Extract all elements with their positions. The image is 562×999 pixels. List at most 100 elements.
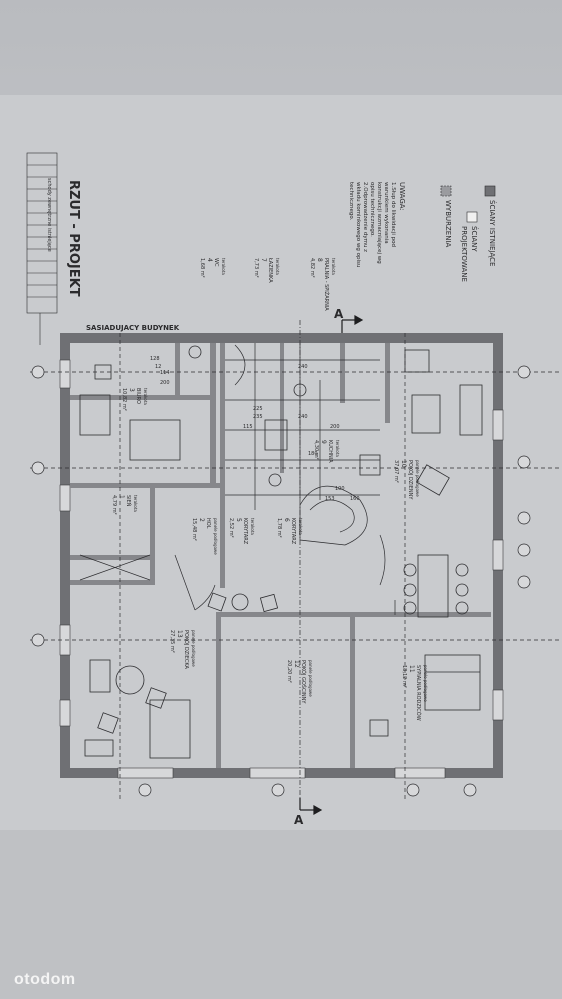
svg-text:7: 7 bbox=[260, 258, 267, 262]
svg-text:8: 8 bbox=[316, 258, 323, 262]
svg-text:ŁAZIENKA: ŁAZIENKA bbox=[267, 257, 273, 283]
legend-swatch-projected bbox=[466, 211, 478, 223]
svg-text:PRALNIA - SPIŻARNIA: PRALNIA - SPIŻARNIA bbox=[323, 258, 330, 311]
dimension-label: 153 bbox=[325, 496, 335, 502]
room-label-bathroom: 7 ŁAZIENKA 7,73 m² terakota bbox=[253, 257, 280, 283]
dimension-label: 235 bbox=[253, 414, 263, 420]
svg-text:terakota: terakota bbox=[133, 495, 138, 512]
dimension-label: 225 bbox=[253, 406, 263, 412]
svg-text:10,82 m²: 10,82 m² bbox=[121, 388, 127, 411]
notes-line: wkładu kominkowego wg opisu bbox=[355, 182, 361, 267]
svg-text:2,52 m²: 2,52 m² bbox=[228, 518, 234, 538]
svg-text:3: 3 bbox=[128, 388, 135, 392]
dimension-label: 240 bbox=[298, 414, 308, 420]
svg-text:panele podłogowe: panele podłogowe bbox=[191, 630, 196, 667]
room-label-corridor-6: 6 KORYTARZ 1,78 m² terakota bbox=[276, 518, 303, 545]
room-label-hall: 2 HOL 15,48 m² panele podłogowe bbox=[191, 518, 218, 555]
svg-text:11: 11 bbox=[408, 665, 415, 673]
dining-table-icon bbox=[417, 554, 449, 618]
stairs-note: schody zewnętrzne istniejące bbox=[46, 178, 52, 252]
svg-text:terakota: terakota bbox=[335, 440, 340, 457]
legend-swatch-demolition bbox=[440, 185, 452, 197]
svg-text:13: 13 bbox=[176, 630, 183, 638]
dimension-label: 114 bbox=[160, 370, 170, 376]
svg-text:5: 5 bbox=[235, 518, 242, 522]
room-label-vestibule: 1 SIEŃ 4,79 m² terakota bbox=[111, 495, 138, 515]
svg-text:terakota: terakota bbox=[298, 518, 303, 535]
svg-text:HOL: HOL bbox=[205, 518, 211, 529]
svg-text:POKÓJ DZIENNY: POKÓJ DZIENNY bbox=[407, 460, 414, 500]
legend-demolition: WYBURZENIA bbox=[444, 200, 452, 248]
svg-text:6: 6 bbox=[283, 518, 290, 522]
grid-axis-markers bbox=[31, 365, 531, 797]
dimension-label: 200 bbox=[330, 424, 340, 430]
coffee-table-icon bbox=[411, 394, 441, 434]
drawing-lines bbox=[30, 320, 560, 810]
plan-title: RZUT - PROJEKT bbox=[66, 180, 81, 297]
svg-text:BIURO: BIURO bbox=[135, 388, 141, 404]
svg-text:7,73 m²: 7,73 m² bbox=[253, 258, 259, 278]
svg-text:2: 2 bbox=[198, 518, 205, 522]
svg-text:1: 1 bbox=[118, 495, 125, 499]
svg-text:37,07 m²: 37,07 m² bbox=[393, 460, 399, 483]
furniture bbox=[79, 345, 483, 759]
svg-text:panele podłogowe: panele podłogowe bbox=[415, 460, 420, 497]
svg-text:15,48 m²: 15,48 m² bbox=[191, 518, 197, 541]
interior-walls bbox=[70, 343, 491, 768]
svg-text:panele podłogowe: panele podłogowe bbox=[423, 665, 428, 702]
svg-text:KORYTARZ: KORYTARZ bbox=[242, 518, 248, 545]
room-label-office: 3 BIURO 10,82 m² terakota bbox=[121, 388, 148, 411]
dimension-label: 115 bbox=[243, 424, 253, 430]
dimension-label: 200 bbox=[160, 380, 170, 386]
svg-text:terakota: terakota bbox=[250, 518, 255, 535]
neighbor-note: SASIADUJACY BUDYNEK bbox=[86, 324, 180, 332]
legend-swatches bbox=[440, 185, 496, 223]
room-label-kitchen: 9 KUCHNIA 4,30 m² terakota bbox=[313, 440, 340, 463]
svg-text:panele podłogowe: panele podłogowe bbox=[213, 518, 218, 555]
svg-text:terakota: terakota bbox=[221, 258, 226, 275]
room-label-living-room: 10 POKÓJ DZIENNY 37,07 m² panele podłogo… bbox=[393, 460, 420, 500]
legend-existing: ŚCIANY ISTNIEJĄCE bbox=[488, 200, 497, 266]
room-label-master-bedroom: 11 SYPIALNIA RODZICÓW 18,12 m² panele po… bbox=[401, 665, 428, 721]
rotated-labels: RZUT - PROJEKT schody zewnętrzne istniej… bbox=[46, 178, 497, 827]
dimension-label: 180 bbox=[308, 451, 318, 457]
svg-text:KORYTARZ: KORYTARZ bbox=[290, 518, 296, 545]
desk-icon bbox=[129, 419, 181, 461]
dimension-label: 160 bbox=[350, 496, 360, 502]
wardrobe-icon bbox=[149, 699, 191, 759]
notes-line: 1.Słup do likwidacji pod bbox=[390, 182, 396, 247]
svg-text:4,30 m²: 4,30 m² bbox=[313, 440, 319, 460]
legend-swatch-existing bbox=[484, 185, 496, 197]
legend-projected-1: ŚCIANY bbox=[470, 226, 479, 252]
svg-text:terakota: terakota bbox=[143, 388, 148, 405]
svg-text:9: 9 bbox=[320, 440, 327, 444]
round-table-icon bbox=[115, 665, 145, 695]
sofa-icon bbox=[459, 384, 483, 436]
svg-text:SYPIALNIA RODZICÓW: SYPIALNIA RODZICÓW bbox=[415, 665, 422, 721]
dimension-label: 12 bbox=[155, 364, 161, 370]
svg-text:panele podłogowe: panele podłogowe bbox=[308, 660, 313, 697]
section-arrows bbox=[299, 314, 364, 816]
dimension-label: 100 bbox=[335, 486, 345, 492]
external-stairs bbox=[26, 152, 58, 345]
notes-heading: UWAGA: bbox=[398, 182, 406, 211]
room-label-laundry: 8 PRALNIA - SPIŻARNIA 4,82 m² terakota bbox=[309, 258, 336, 311]
armchair-icon bbox=[416, 464, 450, 496]
svg-text:4,79 m²: 4,79 m² bbox=[111, 495, 117, 515]
svg-text:POKÓJ GOŚCINNY: POKÓJ GOŚCINNY bbox=[300, 660, 307, 704]
room-label-wc: 4 WC 1,68 m² terakota bbox=[199, 258, 226, 278]
toilet-icon bbox=[188, 345, 202, 359]
svg-text:WC: WC bbox=[213, 258, 219, 267]
bathtub-icon bbox=[264, 419, 288, 451]
svg-text:KUCHNIA: KUCHNIA bbox=[327, 440, 333, 463]
room-label-guest-room: 12 POKÓJ GOŚCINNY 20,20 m² panele podłog… bbox=[286, 660, 313, 704]
svg-text:1,78 m²: 1,78 m² bbox=[276, 518, 282, 538]
notes-line: opisu technicznego. bbox=[369, 182, 375, 237]
svg-text:20,20 m²: 20,20 m² bbox=[286, 660, 292, 683]
table-surface bbox=[0, 830, 562, 999]
legend-projected-2: PROJEKTOWANE bbox=[460, 226, 468, 282]
svg-text:terakota: terakota bbox=[331, 258, 336, 275]
svg-text:18,12 m²: 18,12 m² bbox=[401, 665, 407, 688]
